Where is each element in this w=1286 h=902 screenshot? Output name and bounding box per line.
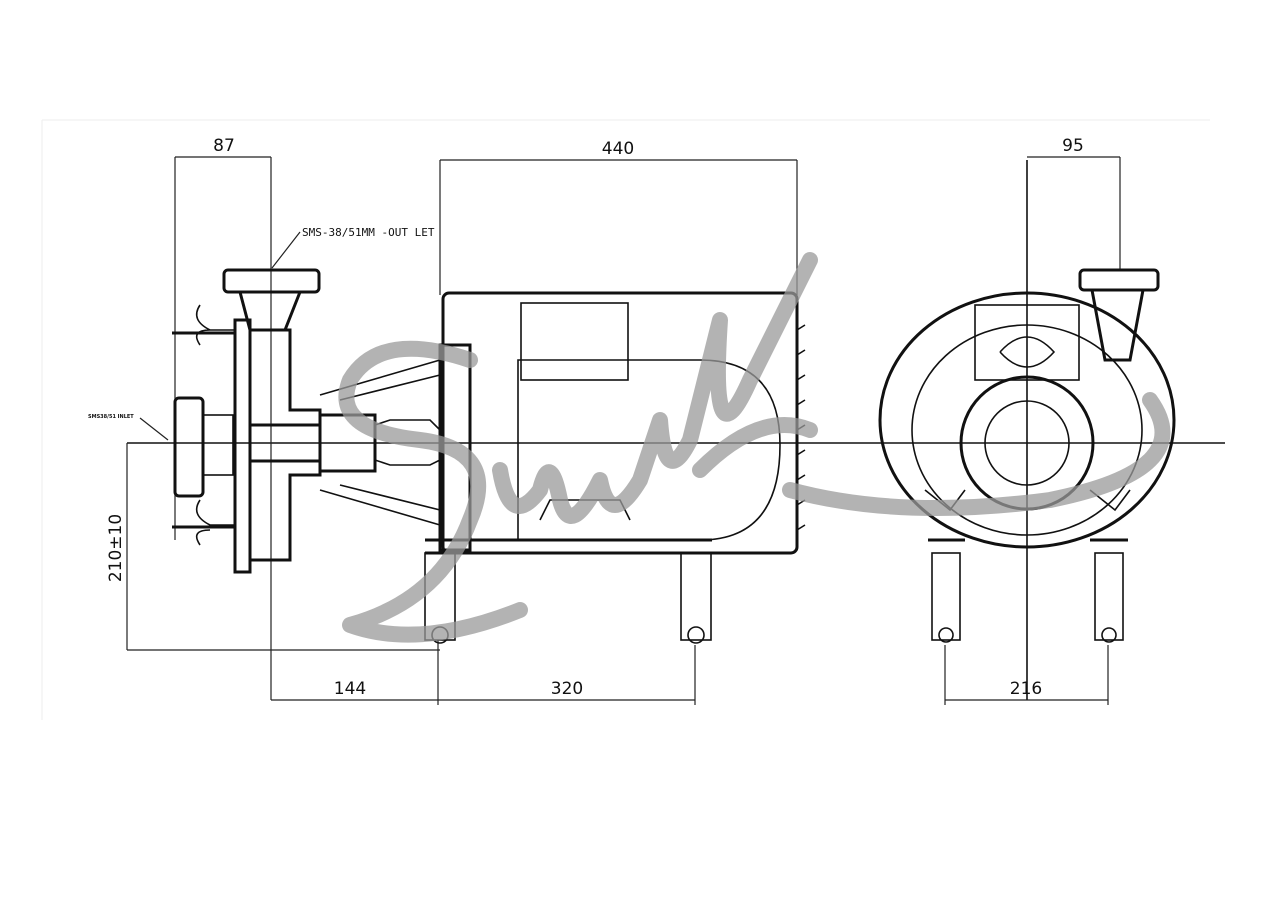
watermark-signature: [338, 252, 1171, 643]
outlet-label: SMS-38/51MM -OUT LET: [302, 226, 435, 239]
dim-210: 210±10: [106, 443, 440, 651]
pump-head-side-view: [172, 268, 441, 574]
inlet-label: SMS38/51 INLET: [88, 414, 134, 420]
outlet-leader: [271, 231, 301, 269]
dim-216: 216: [944, 645, 1109, 705]
dim-320: 320: [438, 645, 696, 705]
dim-95: 95: [1027, 136, 1121, 270]
dim-144-label: 144: [334, 679, 366, 699]
dim-440: 440: [439, 139, 798, 295]
dim-144: 144: [271, 640, 439, 705]
dim-87-label: 87: [213, 136, 235, 156]
inlet-leader: [139, 417, 169, 441]
dim-210-label: 210±10: [106, 514, 126, 582]
dim-440-label: 440: [602, 139, 634, 159]
dim-87: 87: [174, 136, 272, 700]
dim-216-label: 216: [1010, 679, 1042, 699]
dim-95-label: 95: [1062, 136, 1084, 156]
dim-320-label: 320: [551, 679, 583, 699]
